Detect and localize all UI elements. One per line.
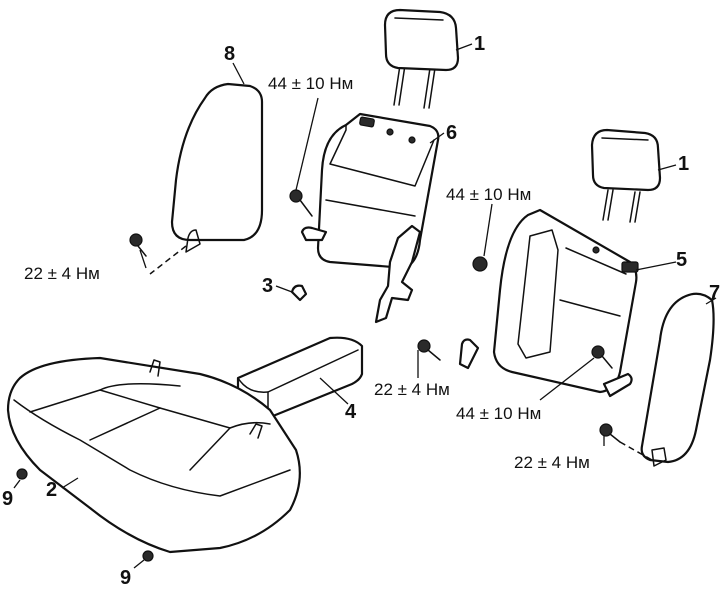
bolt-9-left (13, 468, 28, 489)
callout-8: 8 (224, 43, 235, 65)
callout-7: 7 (709, 282, 720, 304)
callout-4: 4 (345, 401, 357, 423)
bolt-right-lower (599, 423, 621, 446)
callout-1-right: 1 (678, 153, 689, 175)
clip (275, 284, 308, 302)
torque-label-left-side: 22 ± 4 Нм (24, 264, 100, 283)
seat-back-right (458, 208, 677, 398)
callout-2: 2 (46, 479, 57, 501)
torque-label-left-back: 44 ± 10 Нм (268, 74, 353, 93)
callout-6: 6 (446, 122, 457, 144)
bolt-9-bottom (133, 550, 154, 569)
torque-label-center: 22 ± 4 Нм (374, 380, 450, 399)
callout-5: 5 (676, 249, 687, 271)
bolt-center (417, 339, 441, 378)
bolt-left-upper (289, 97, 319, 217)
callout-9-bottom: 9 (120, 567, 131, 589)
side-bolster-left (149, 62, 264, 275)
side-bolster-right (619, 292, 717, 467)
seat-cushion (6, 356, 301, 554)
bolt-right-mid (539, 345, 613, 401)
bolt-right-clip (472, 203, 493, 272)
headrest-left (383, 8, 473, 109)
seat-back-left (300, 112, 445, 324)
torque-label-right-side: 22 ± 4 Нм (514, 453, 590, 472)
torque-label-right-clip: 44 ± 10 Нм (446, 185, 531, 204)
callout-3: 3 (262, 275, 273, 297)
callout-1-left: 1 (474, 33, 485, 55)
callout-9-left: 9 (2, 488, 13, 510)
bolt-left-lower (129, 233, 147, 269)
torque-label-right-back: 44 ± 10 Нм (456, 404, 541, 423)
headrest-right (590, 128, 677, 223)
